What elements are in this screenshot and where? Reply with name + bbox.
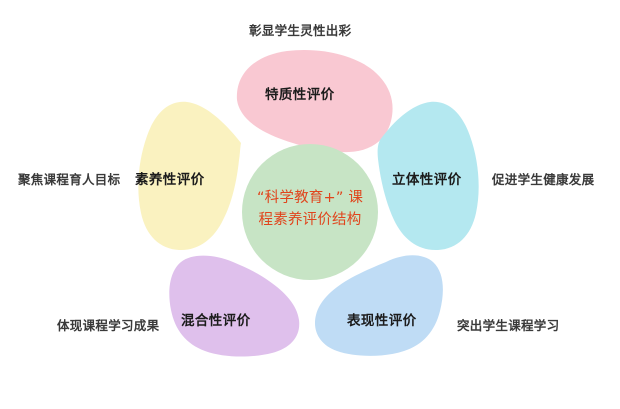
petal-label-left: 素养性评价 (135, 172, 205, 188)
petal-label-right: 立体性评价 (392, 172, 462, 188)
petal-label-bottom-right: 表现性评价 (347, 313, 417, 329)
petal-shape-left[interactable] (138, 101, 241, 251)
outer-label-bottom-right: 突出学生课程学习 (457, 318, 560, 333)
center-title-line-2: 程素养评价结构 (258, 211, 362, 228)
center-title: “科学教育+” 课 程素养评价结构 (242, 188, 378, 232)
outer-label-top: 彰显学生灵性出彩 (249, 23, 352, 38)
petal-shape-bottom-left[interactable] (169, 255, 300, 357)
petal-label-bottom-left: 混合性评价 (181, 313, 251, 329)
outer-label-right: 促进学生健康发展 (492, 172, 595, 187)
petal-label-top: 特质性评价 (265, 87, 335, 103)
outer-label-left: 聚焦课程育人目标 (18, 172, 121, 187)
petal-shape-right[interactable] (377, 101, 479, 251)
petal-shape-bottom-right[interactable] (314, 255, 443, 356)
petal-shape-top[interactable] (236, 49, 393, 153)
outer-label-bottom-left: 体现课程学习成果 (57, 318, 160, 333)
center-title-line-1: “科学教育+” 课 (256, 190, 364, 206)
center-circle[interactable] (242, 144, 378, 280)
